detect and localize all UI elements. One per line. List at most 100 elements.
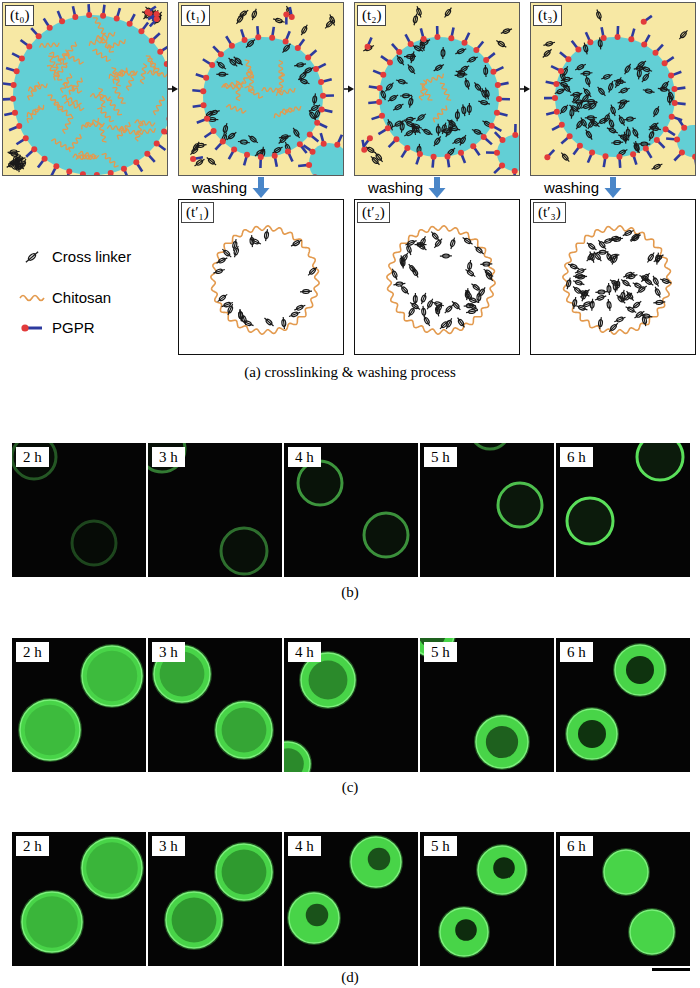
cross-linker-bar [584, 43, 587, 55]
cross-linker-bar [587, 252, 595, 261]
cross-linker-ring [614, 140, 621, 144]
cross-linker-bar [598, 240, 606, 249]
cross-linker [432, 300, 445, 307]
cross-linker [484, 270, 494, 282]
cross-linker-ring [680, 31, 687, 39]
cross-linker-bar [421, 293, 425, 304]
cross-linker-ring [301, 26, 308, 34]
cross-linker [12, 154, 19, 167]
chitosan-chain [69, 134, 82, 152]
cross-linker-bar [619, 88, 630, 92]
cross-linker-bar [436, 305, 438, 317]
droplet [309, 143, 343, 175]
cross-linker [572, 279, 585, 286]
cross-linker-ring [283, 44, 290, 52]
pgpr-head [361, 147, 367, 153]
pgpr-head [23, 135, 29, 141]
cross-linker [581, 300, 594, 308]
cross-linker [466, 55, 478, 64]
cross-linker-ring [661, 82, 668, 90]
cross-linker-bar [582, 302, 593, 306]
pgpr-head [114, 16, 120, 22]
cross-linker [640, 72, 651, 84]
pgpr-head [512, 132, 518, 138]
cross-linker-ring [154, 16, 161, 24]
cross-linker [238, 309, 243, 321]
pgpr-head [145, 9, 151, 15]
cross-linker-bar [611, 105, 615, 116]
cross-linker-ring [562, 153, 569, 161]
cross-linker-bar [649, 127, 661, 130]
cross-linker [362, 44, 374, 53]
cross-linker-bar [609, 118, 613, 129]
arrow-shaft [258, 177, 264, 188]
cross-linker [441, 47, 445, 59]
chitosan-chain [112, 88, 125, 104]
cross-linker-ring [418, 243, 426, 250]
pgpr-head [204, 116, 210, 122]
capsule-core [578, 720, 606, 748]
cross-linker-bar [642, 73, 650, 82]
cross-linker [441, 122, 448, 135]
chitosan-chain [82, 118, 99, 129]
pgpr-head [154, 16, 160, 22]
cross-linker [624, 116, 636, 121]
cross-linker-ring [421, 295, 427, 303]
cross-linker [416, 241, 428, 251]
oil-phase [531, 3, 695, 175]
time-label: 6 h [560, 836, 593, 856]
capsule-core [222, 850, 267, 895]
cross-linker-bar [643, 314, 645, 326]
capsule-glow [565, 707, 619, 761]
cross-linker [227, 57, 238, 68]
capsule-ring [298, 461, 342, 505]
cross-linker-ring [616, 316, 624, 322]
cross-linker-bar [466, 310, 478, 312]
cross-linker-ring [642, 74, 649, 82]
washed-panel: (t′₁) [178, 199, 344, 355]
cross-linker-ring [461, 107, 466, 114]
time-label: 4 h [288, 642, 321, 662]
cross-linker-bar [585, 117, 597, 118]
cross-linker [445, 317, 454, 329]
pgpr-head [671, 86, 677, 92]
cross-linker-ring [560, 82, 568, 88]
cross-linker-bar [585, 101, 597, 103]
cross-linker-bar [291, 240, 301, 246]
cross-linker-ring [624, 65, 631, 73]
dark-field [148, 832, 282, 966]
capsule-glow [438, 906, 490, 958]
pgpr-head [320, 93, 326, 99]
dark-field [284, 443, 418, 577]
cross-linker-bar [416, 114, 426, 121]
cross-linker-bar [434, 136, 441, 146]
cross-linker [637, 67, 642, 79]
panel-caption: (d) [341, 969, 359, 986]
panel-illustration [3, 3, 167, 175]
cross-linker-ring [434, 301, 442, 307]
cross-linker-bar [574, 297, 576, 309]
pgpr-head [481, 134, 487, 140]
cross-linker-ring [626, 129, 630, 136]
cross-linker-bar [609, 81, 613, 92]
cross-linker-bar [468, 303, 478, 310]
cross-linker-ring [603, 74, 611, 80]
cross-linker [607, 81, 614, 94]
cross-linker [642, 277, 654, 287]
cross-linker [458, 134, 467, 146]
cross-linker [580, 71, 592, 76]
cross-linker-ring [483, 262, 490, 266]
pgpr-head [494, 110, 500, 116]
micrograph: 2 h [12, 443, 146, 577]
cross-linker-bar [325, 20, 333, 28]
cross-linker-ring [598, 319, 603, 326]
cross-linker-ring [641, 142, 648, 146]
pgpr-head [565, 56, 571, 62]
chitosan-chain [107, 100, 122, 115]
dark-field [420, 832, 554, 966]
chitosan-chain [426, 74, 444, 84]
capsule-glow [287, 891, 341, 945]
cross-linker-bar [401, 121, 402, 133]
cross-linker-ring [651, 126, 659, 131]
cross-linker-ring [468, 309, 475, 314]
